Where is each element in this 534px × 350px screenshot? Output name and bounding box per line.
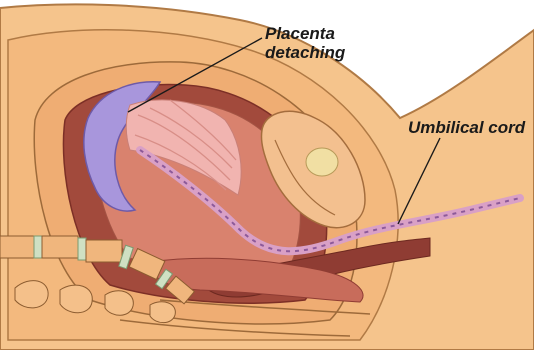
umbilical-cord-label: Umbilical cord (408, 118, 525, 137)
placenta-label-line-1: Placenta (265, 24, 345, 43)
placenta-label-line-2: detaching (265, 43, 345, 62)
bladder-center (306, 148, 338, 176)
placenta-detaching-label: Placenta detaching (265, 24, 345, 62)
